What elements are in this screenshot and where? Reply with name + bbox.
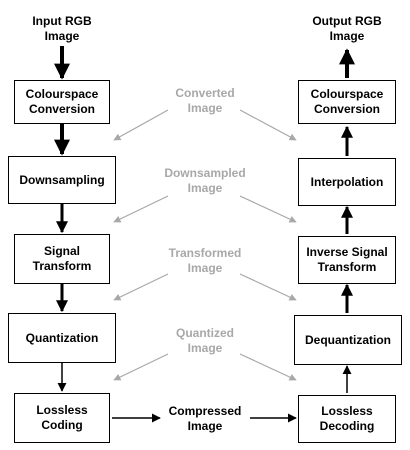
faded-arrow-downsampled-left — [113, 195, 169, 223]
dequantization-box: Dequantization — [294, 315, 402, 365]
quantization-box: Quantization — [8, 313, 116, 363]
faded-arrow-converted-left — [113, 109, 169, 141]
input-label: Input RGB Image — [32, 14, 92, 43]
converted-label: Converted Image — [175, 86, 235, 115]
transformed-label: Transformed Image — [168, 246, 242, 275]
faded-arrow-downsampled-right — [239, 195, 297, 223]
interpolation-box: Interpolation — [298, 158, 396, 206]
downsampled-label: Downsampled Image — [164, 166, 246, 195]
lossless-decoding-box: Lossless Decoding — [298, 395, 396, 443]
lossless-coding-box: Lossless Coding — [14, 393, 110, 443]
output-label: Output RGB Image — [312, 14, 382, 43]
faded-arrow-quantized-right — [239, 353, 297, 381]
downsampling-box: Downsampling — [8, 156, 116, 204]
compressed-label: Compressed Image — [168, 404, 242, 433]
faded-arrow-quantized-left — [113, 353, 169, 381]
faded-arrow-converted-right — [239, 109, 297, 141]
colourspace-conversion-box: Colourspace Conversion — [14, 80, 110, 124]
faded-arrow-transformed-left — [113, 273, 169, 301]
inverse-signal-transform-box: Inverse Signal Transform — [298, 236, 396, 284]
decoder-colourspace-conversion-box: Colourspace Conversion — [298, 80, 396, 124]
faded-arrow-transformed-right — [239, 273, 297, 301]
quantized-label: Quantized Image — [175, 326, 234, 355]
signal-transform-box: Signal Transform — [14, 234, 110, 284]
